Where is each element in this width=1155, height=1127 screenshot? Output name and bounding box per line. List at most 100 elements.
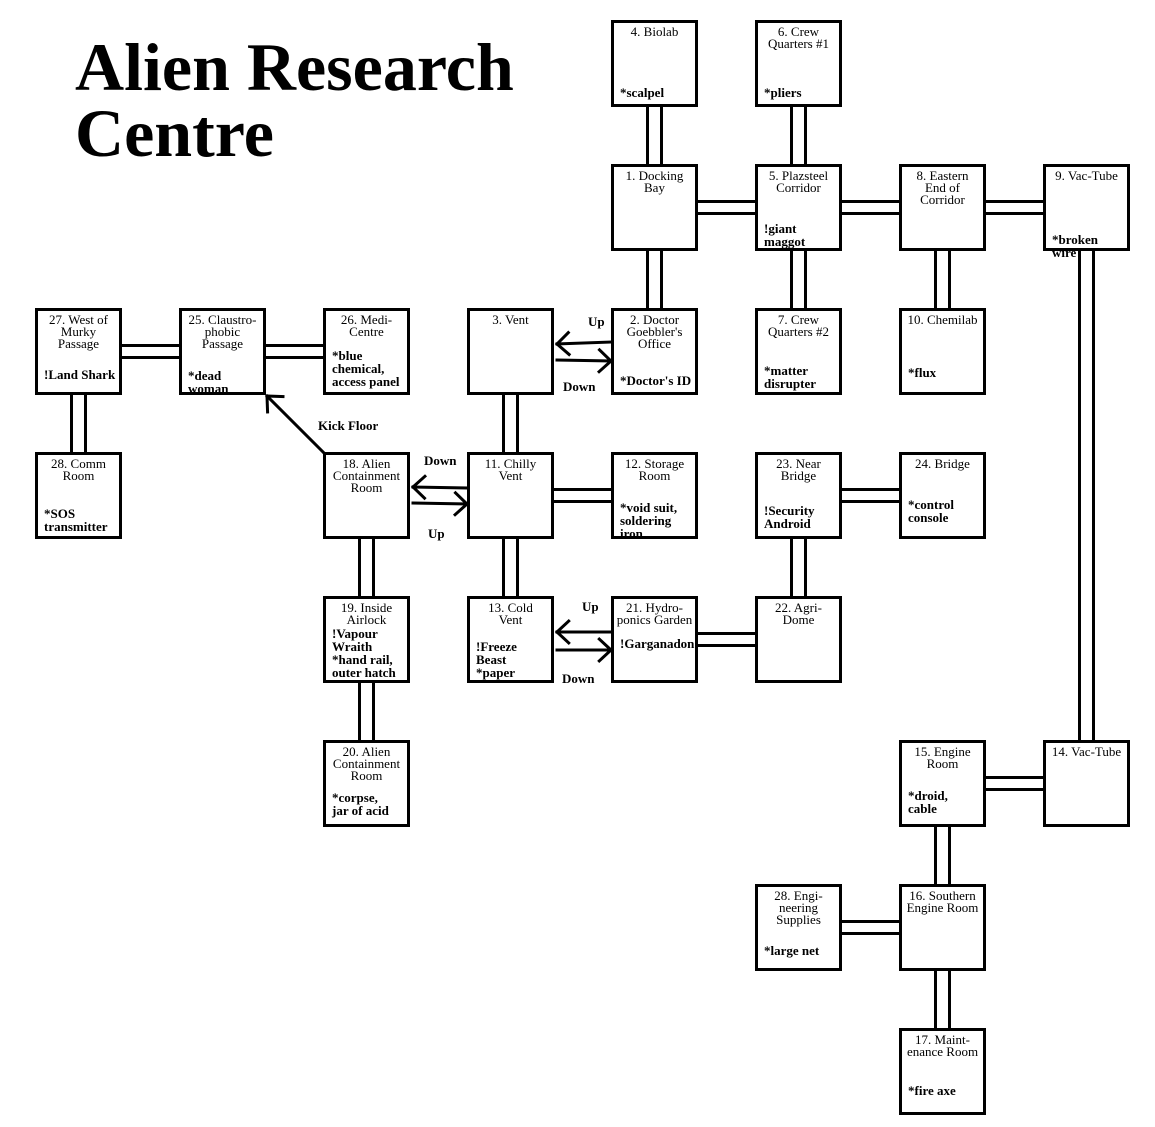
label-kick-floor: Kick Floor	[318, 418, 379, 433]
room-r25: 25. Claustro- phobic Passage *dead woman	[179, 308, 266, 395]
room-r3: 3. Vent	[467, 308, 554, 395]
arrow-vent-to-office-head	[596, 358, 614, 374]
room-items: *dead woman	[188, 368, 229, 396]
arrow-cold-to-hydro-head	[597, 647, 614, 664]
room-r10: 10. Chemilab *flux	[899, 308, 986, 395]
room-name: 1. Docking Bay	[625, 168, 684, 195]
label-up-cold: Up	[582, 599, 599, 614]
room-items: *flux	[908, 365, 937, 380]
room-items: *pliers	[764, 85, 802, 100]
label-down-cold: Down	[562, 671, 595, 686]
room-r27: 27. West of Murky Passage !Land Shark	[35, 308, 122, 395]
room-items: *droid, cable	[908, 788, 948, 816]
room-name: 4. Biolab	[630, 24, 679, 39]
room-items: *Doctor's ID	[620, 373, 692, 388]
room-r13: 13. Cold Vent!Freeze Beast *paper	[467, 596, 554, 683]
arrow-cold-to-hydro-head	[597, 636, 614, 653]
room-items: !Garganadon	[620, 636, 695, 651]
arrows	[264, 330, 614, 664]
room-name: 5. Plazsteel Corridor	[768, 168, 829, 195]
room-r28a: 28. Comm Room *SOS transmitter	[35, 452, 122, 539]
room-r26: 26. Medi- Centre *blue chemical, access p…	[323, 308, 410, 395]
room-name: 11. Chilly Vent	[484, 456, 537, 483]
room-name: 28. Engi- neering Supplies	[774, 888, 823, 927]
arrow-kick-floor-head	[265, 394, 285, 399]
room-r2: 2. Doctor Goebbler's Office *Doctor's ID	[611, 308, 698, 395]
arrow-chilly-to-containment-head	[410, 484, 427, 501]
arrow-chilly-to-containment	[411, 485, 469, 490]
room-name: 25. Claustro- phobic Passage	[188, 312, 257, 351]
room-r6: 6. Crew Quarters #1 *pliers	[755, 20, 842, 107]
room-name: 28. Comm Room	[51, 456, 106, 483]
room-r21: 21. Hydro- ponics Garden !Garganadon	[611, 596, 698, 683]
arrow-chilly-to-containment-head	[410, 474, 428, 490]
room-name: 6. Crew Quarters #1	[767, 24, 829, 51]
arrow-containment-to-chilly	[411, 501, 469, 506]
room-r19: 19. Inside Airlock!Vapour Wraith *hand r…	[323, 596, 410, 683]
label-down-vent: Down	[563, 379, 596, 394]
room-name: 9. Vac-Tube	[1055, 168, 1118, 183]
room-items: *broken wire	[1052, 232, 1098, 260]
arrow-hydro-to-cold-head	[554, 629, 571, 646]
room-r16: 16. Southern Engine Room	[899, 884, 986, 971]
room-items: *SOS transmitter	[44, 506, 108, 534]
room-name: 18. Alien Containment Room	[332, 456, 401, 495]
room-name: 7. Crew Quarters #2	[767, 312, 829, 339]
room-name: 19. Inside Airlock	[340, 600, 393, 627]
arrow-containment-to-chilly-head	[452, 501, 470, 517]
arrow-containment-to-chilly-head	[453, 490, 470, 507]
room-r14: 14. Vac-Tube	[1043, 740, 1130, 827]
room-items: *matter disrupter	[764, 363, 816, 391]
arrow-kick-floor	[264, 393, 326, 455]
room-r28b: 28. Engi- neering Supplies *large net	[755, 884, 842, 971]
room-items: !Security Android	[764, 503, 815, 531]
label-down-chilly: Down	[424, 453, 457, 468]
room-r4: 4. Biolab *scalpel	[611, 20, 698, 107]
room-r1: 1. Docking Bay	[611, 164, 698, 251]
room-name: 12. Storage Room	[624, 456, 685, 483]
room-r9: 9. Vac-Tube *broken wire	[1043, 164, 1130, 259]
room-items: *void suit, soldering iron	[620, 500, 678, 541]
room-name: 2. Doctor Goebbler's Office	[626, 312, 683, 351]
room-items: !Land Shark	[44, 367, 116, 382]
room-items: *fire axe	[908, 1083, 956, 1098]
room-name: 15. Engine Room	[914, 744, 971, 771]
room-name: 23. Near Bridge	[776, 456, 821, 483]
room-name: 16. Southern Engine Room	[906, 888, 979, 915]
room-name: 24. Bridge	[915, 456, 970, 471]
room-items: *corpse, jar of acid	[332, 790, 389, 818]
room-items: *large net	[764, 943, 820, 958]
room-name: 21. Hydro- ponics Garden	[616, 600, 693, 627]
room-name: 27. West of Murky Passage	[48, 312, 108, 351]
room-name: 3. Vent	[492, 312, 529, 327]
room-name: 10. Chemilab	[907, 312, 978, 327]
room-r15: 15. Engine Room *droid, cable	[899, 740, 986, 827]
room-items: *control console	[908, 497, 954, 525]
room-items: *blue chemical, access panel	[332, 348, 400, 389]
room-r12: 12. Storage Room *void suit, soldering ir…	[611, 452, 698, 541]
connectors	[70, 107, 1095, 1028]
arrow-office-to-vent-head	[554, 341, 572, 357]
room-name: 17. Maint- enance Room	[906, 1032, 979, 1059]
room-name: 22. Agri- Dome	[775, 600, 822, 627]
room-items: *scalpel	[620, 85, 665, 100]
label-up-vent: Up	[588, 314, 605, 329]
arrow-kick-floor-head	[265, 394, 270, 414]
room-r18: 18. Alien Containment Room	[323, 452, 410, 539]
arrow-hydro-to-cold-head	[554, 618, 571, 635]
room-items: !Freeze Beast *paper	[476, 639, 517, 680]
room-r24: 24. Bridge *control console	[899, 452, 986, 539]
room-items: !giant maggot	[764, 221, 806, 249]
room-items: !Vapour Wraith *hand rail, outer hatch	[332, 626, 396, 680]
room-name: 26. Medi- Centre	[340, 312, 393, 339]
room-r11: 11. Chilly Vent	[467, 452, 554, 539]
room-r22: 22. Agri- Dome	[755, 596, 842, 683]
arrow-office-to-vent-head	[554, 330, 571, 347]
arrow-vent-to-office	[555, 358, 613, 363]
room-r17: 17. Maint- enance Room *fire axe	[899, 1028, 986, 1115]
room-r23: 23. Near Bridge !Security Android	[755, 452, 842, 539]
room-r8: 8. Eastern End of Corridor	[899, 164, 986, 251]
room-name: 8. Eastern End of Corridor	[916, 168, 969, 207]
arrow-office-to-vent	[555, 340, 613, 346]
